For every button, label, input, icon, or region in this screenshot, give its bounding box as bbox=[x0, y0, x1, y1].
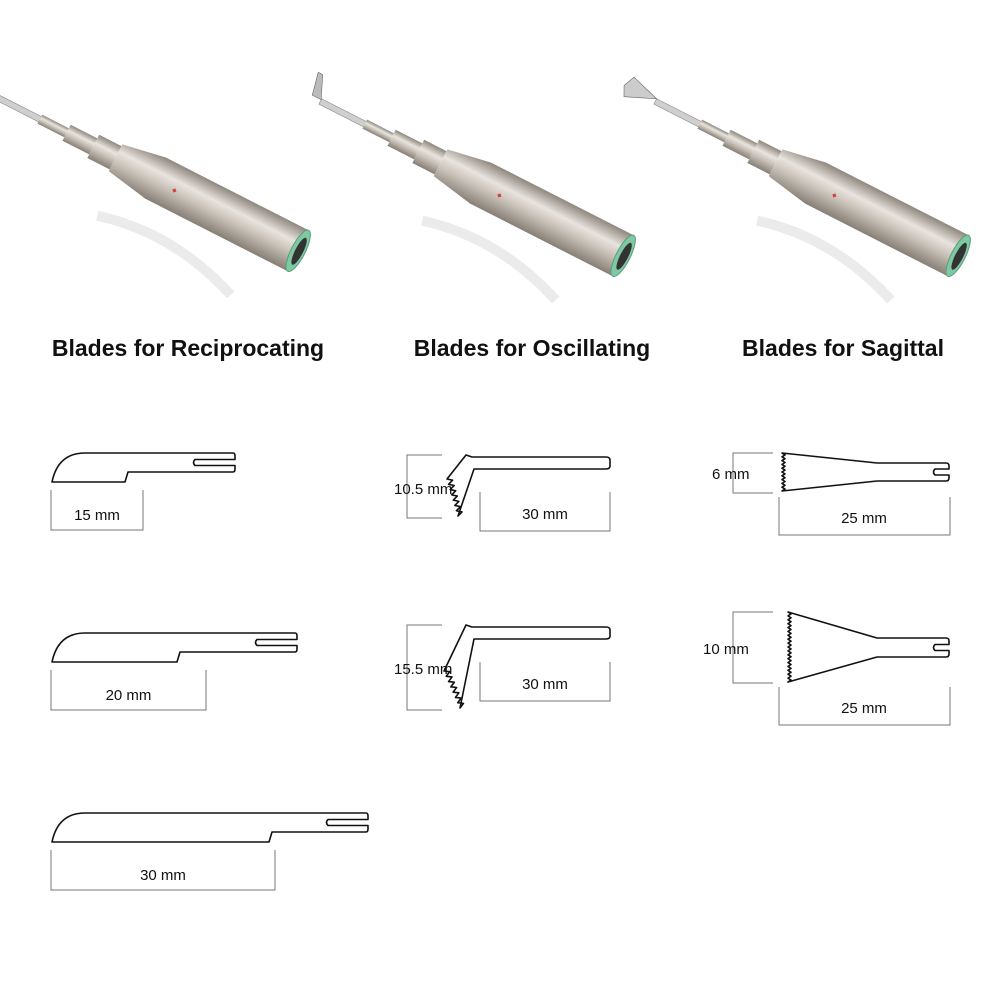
length-label: 20 mm bbox=[106, 687, 152, 704]
height-bracket bbox=[732, 452, 773, 494]
length-bracket bbox=[778, 497, 951, 536]
length-label: 25 mm bbox=[841, 510, 887, 527]
reciprocating-blade-15mm: 15 mm bbox=[50, 452, 236, 531]
height-label: 6 mm bbox=[712, 466, 750, 483]
blade-outline bbox=[787, 611, 950, 683]
oscillating-blade-10-5mm: 10.5 mm 30 mm bbox=[394, 454, 611, 532]
section-title-oscillating: Blades for Oscillating bbox=[414, 335, 650, 361]
height-bracket bbox=[732, 611, 773, 684]
length-label: 25 mm bbox=[841, 700, 887, 717]
height-label: 10.5 mm bbox=[394, 481, 452, 498]
sagittal-saw-handpiece bbox=[592, 65, 975, 321]
blade-outline bbox=[446, 454, 611, 517]
oscillating-saw-handpiece bbox=[275, 71, 641, 321]
reciprocating-blade-20mm: 20 mm bbox=[50, 632, 298, 711]
blade-outline bbox=[51, 632, 298, 663]
sagittal-blade-6mm: 6 mm 25 mm bbox=[712, 452, 951, 536]
reciprocating-saw-handpiece bbox=[0, 58, 315, 317]
length-label: 15 mm bbox=[74, 507, 120, 524]
reciprocating-blades: 15 mm 20 mm 30 mm bbox=[50, 452, 369, 891]
length-label: 30 mm bbox=[140, 867, 186, 884]
oscillating-blade-15-5mm: 15.5 mm 30 mm bbox=[394, 624, 611, 711]
length-bracket bbox=[50, 670, 207, 711]
height-label: 15.5 mm bbox=[394, 661, 452, 678]
sagittal-blade-10mm: 10 mm 25 mm bbox=[703, 611, 951, 726]
length-bracket bbox=[479, 662, 611, 702]
length-bracket bbox=[50, 850, 276, 891]
reciprocating-blade-30mm: 30 mm bbox=[50, 812, 369, 891]
blade-outline bbox=[781, 452, 950, 492]
height-bracket bbox=[406, 624, 442, 711]
section-title-reciprocating: Blades for Reciprocating bbox=[52, 335, 324, 361]
height-bracket bbox=[406, 454, 442, 519]
blade-outline bbox=[51, 812, 369, 843]
length-bracket bbox=[479, 492, 611, 532]
blade-outline bbox=[51, 452, 236, 483]
height-label: 10 mm bbox=[703, 641, 749, 658]
length-label: 30 mm bbox=[522, 676, 568, 693]
length-bracket bbox=[50, 490, 144, 531]
length-label: 30 mm bbox=[522, 506, 568, 523]
blade-outline bbox=[443, 624, 611, 709]
section-title-sagittal: Blades for Sagittal bbox=[742, 335, 944, 361]
length-bracket bbox=[778, 687, 951, 726]
